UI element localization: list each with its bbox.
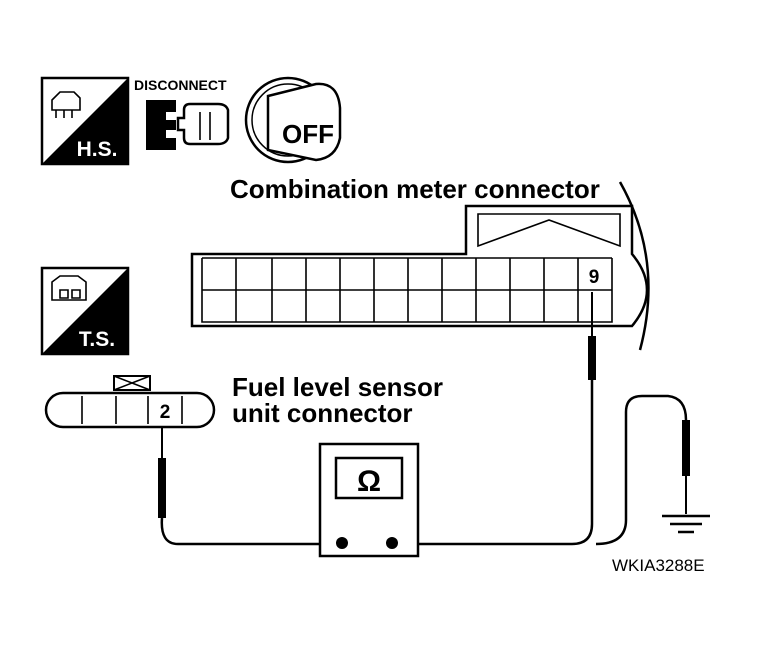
ground-icon bbox=[662, 514, 710, 534]
ts-label: T.S. bbox=[79, 328, 115, 351]
terminal-side-badge: T.S. bbox=[40, 266, 130, 356]
ignition-off-label: OFF bbox=[282, 119, 334, 149]
ohm-symbol: Ω bbox=[357, 465, 381, 498]
fuel-sensor-title-line2: unit connector bbox=[232, 398, 413, 428]
combination-meter-connector: 9 bbox=[190, 181, 650, 351]
probe-right bbox=[392, 292, 596, 546]
figure-code: WKIA3288E bbox=[612, 556, 705, 575]
probe-left bbox=[158, 428, 340, 546]
harness-side-badge: H.S. bbox=[40, 76, 130, 166]
disconnect-icon bbox=[146, 100, 230, 150]
combination-meter-terminal: 9 bbox=[589, 267, 600, 288]
fuel-sensor-title-line1: Fuel level sensor bbox=[232, 372, 443, 402]
combination-meter-title: Combination meter connector bbox=[230, 174, 600, 204]
ignition-key-icon: OFF bbox=[244, 76, 342, 164]
ohmmeter-icon: Ω bbox=[318, 442, 420, 558]
probe-ground bbox=[595, 394, 690, 546]
fuel-sensor-connector: 2 bbox=[44, 375, 216, 429]
fuel-sensor-terminal: 2 bbox=[160, 402, 171, 423]
harness-side-icon bbox=[51, 91, 81, 118]
disconnect-label: DISCONNECT bbox=[134, 77, 227, 93]
terminal-side-icon bbox=[51, 275, 87, 301]
hs-label: H.S. bbox=[77, 138, 118, 161]
